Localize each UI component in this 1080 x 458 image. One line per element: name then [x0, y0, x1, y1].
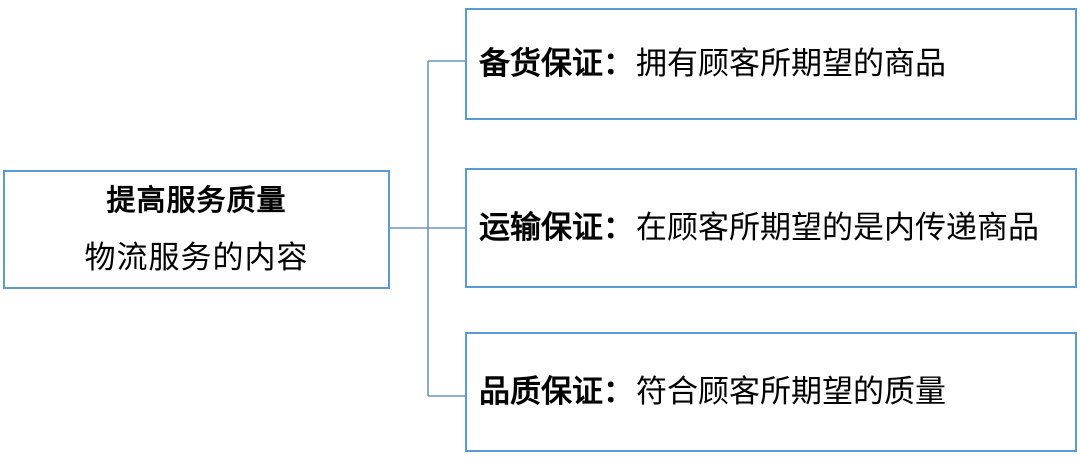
branch-description: 符合顾客所期望的质量	[636, 374, 946, 410]
branch-node-transport-guarantee: 运输保证： 在顾客所期望的是内传递商品	[465, 168, 1077, 288]
branch-description: 在顾客所期望的是内传递商品	[636, 210, 1039, 246]
branch-label: 运输保证：	[479, 210, 634, 246]
root-node-box: 提高服务质量 物流服务的内容	[3, 170, 390, 289]
root-node-subtitle: 物流服务的内容	[84, 239, 309, 275]
root-node-title: 提高服务质量	[106, 184, 287, 217]
branch-node-quality-guarantee: 品质保证： 符合顾客所期望的质量	[465, 332, 1077, 452]
branch-description: 拥有顾客所期望的商品	[636, 46, 946, 82]
branch-label: 品质保证：	[479, 374, 634, 410]
branch-label: 备货保证：	[479, 46, 634, 82]
branch-node-stock-guarantee: 备货保证： 拥有顾客所期望的商品	[465, 8, 1077, 120]
